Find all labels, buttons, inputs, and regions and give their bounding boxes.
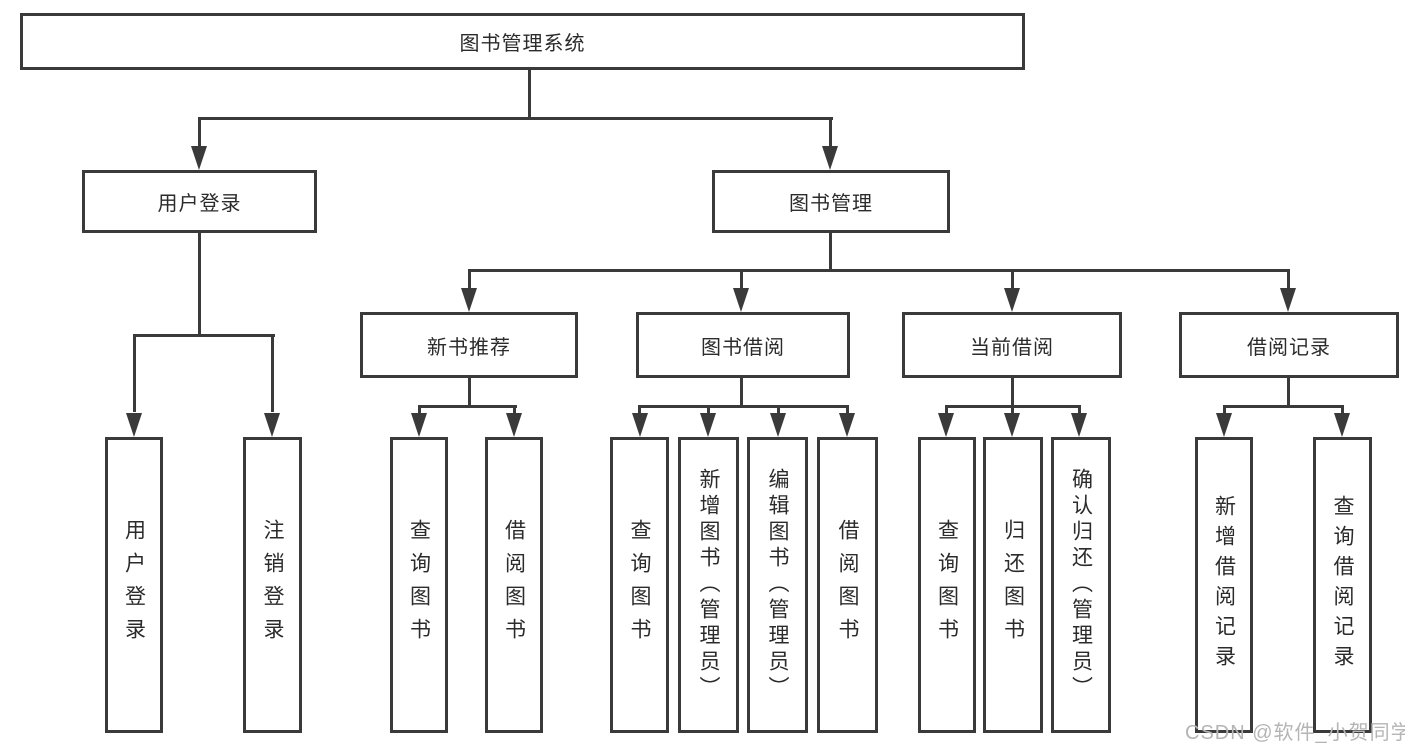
leaf-borrow-books-1: 借阅图书: [485, 437, 543, 733]
arrow-down-icon: [733, 288, 749, 312]
node-root-label: 图书管理系统: [459, 33, 586, 55]
connector-line: [1011, 378, 1014, 408]
leaf-return-book: 归还图书: [983, 437, 1043, 733]
arrow-down-icon: [839, 413, 855, 437]
leaf-query-books-3: 查询图书: [918, 437, 976, 733]
connector-line: [740, 378, 743, 408]
connector-line: [468, 269, 1290, 272]
leaf-query-books-3-label: 查询图书: [935, 519, 959, 651]
connector-line: [271, 334, 274, 412]
arrow-down-icon: [1004, 413, 1020, 437]
arrow-down-icon: [632, 413, 648, 437]
leaf-confirm-return-admin-label: 确认归还（管理员）: [1069, 468, 1093, 702]
connector-line: [1287, 269, 1290, 292]
leaf-logout: 注销登录: [243, 437, 302, 733]
leaf-edit-book-admin: 编辑图书（管理员）: [747, 437, 808, 733]
watermark: CSDN @软件_小贺同学: [1185, 722, 1405, 744]
connector-line: [133, 334, 136, 412]
node-current-borrowing-label: 当前借阅: [970, 336, 1054, 359]
arrow-down-icon: [506, 413, 522, 437]
arrow-down-icon: [191, 146, 207, 170]
leaf-add-book-admin: 新增图书（管理员）: [678, 437, 739, 733]
connector-line: [468, 378, 471, 408]
connector-line: [1011, 405, 1014, 416]
leaf-confirm-return-admin: 确认归还（管理员）: [1051, 437, 1111, 733]
connector-line: [740, 269, 743, 292]
connector-line: [829, 233, 832, 272]
connector-line: [1223, 405, 1344, 408]
connector-line: [1223, 405, 1226, 416]
connector-line: [418, 405, 421, 416]
arrow-down-icon: [1280, 288, 1296, 312]
leaf-query-books-2: 查询图书: [610, 437, 669, 733]
node-borrowing-records: 借阅记录: [1179, 312, 1399, 378]
leaf-query-books-1-label: 查询图书: [407, 519, 431, 651]
node-book-borrowing: 图书借阅: [636, 312, 850, 378]
arrow-down-icon: [411, 413, 427, 437]
connector-line: [707, 405, 710, 416]
arrow-down-icon: [1004, 288, 1020, 312]
node-borrowing-records-label: 借阅记录: [1247, 336, 1331, 359]
leaf-add-borrow-record: 新增借阅记录: [1195, 437, 1253, 733]
connector-line: [198, 117, 833, 120]
leaf-borrow-books-2: 借阅图书: [817, 437, 878, 733]
leaf-return-book-label: 归还图书: [1001, 519, 1025, 651]
arrow-down-icon: [461, 288, 477, 312]
leaf-borrow-books-2-label: 借阅图书: [836, 519, 859, 651]
arrow-down-icon: [938, 413, 954, 437]
node-book-management: 图书管理: [712, 170, 950, 233]
arrow-down-icon: [264, 413, 280, 437]
arrow-down-icon: [822, 146, 838, 170]
arrow-down-icon: [1071, 413, 1087, 437]
connector-line: [133, 334, 275, 337]
leaf-add-borrow-record-label: 新增借阅记录: [1212, 495, 1236, 675]
node-user-login: 用户登录: [82, 170, 317, 233]
arrow-down-icon: [1334, 413, 1350, 437]
connector-line: [846, 405, 849, 416]
leaf-borrow-books-1-label: 借阅图书: [502, 519, 526, 651]
connector-line: [945, 405, 948, 416]
connector-line: [513, 405, 516, 416]
node-user-login-label: 用户登录: [157, 193, 242, 215]
leaf-logout-label: 注销登录: [261, 519, 284, 651]
leaf-query-borrow-record-label: 查询借阅记录: [1331, 495, 1354, 675]
leaf-query-books-2-label: 查询图书: [628, 519, 651, 651]
leaf-user-login: 用户登录: [105, 437, 163, 733]
connector-line: [1011, 269, 1014, 292]
connector-line: [198, 117, 201, 149]
connector-line: [198, 233, 201, 337]
arrow-down-icon: [770, 413, 786, 437]
connector-line: [638, 405, 641, 416]
connector-line: [638, 405, 849, 408]
node-new-book-recommendation: 新书推荐: [360, 312, 578, 378]
connector-line: [1287, 378, 1290, 408]
connector-line: [1078, 405, 1081, 416]
connector-line: [829, 117, 832, 149]
connector-line: [468, 269, 471, 292]
node-book-borrowing-label: 图书借阅: [701, 336, 785, 359]
arrow-down-icon: [700, 413, 716, 437]
node-root: 图书管理系统: [20, 13, 1025, 70]
leaf-query-borrow-record: 查询借阅记录: [1313, 437, 1372, 733]
leaf-edit-book-admin-label: 编辑图书（管理员）: [766, 468, 789, 702]
connector-line: [528, 70, 531, 120]
connector-line: [1341, 405, 1344, 416]
leaf-query-books-1: 查询图书: [390, 437, 448, 733]
connector-line: [777, 405, 780, 416]
arrow-down-icon: [126, 413, 142, 437]
arrow-down-icon: [1216, 413, 1232, 437]
leaf-user-login-label: 用户登录: [122, 519, 146, 651]
connector-line: [418, 405, 517, 408]
node-book-management-label: 图书管理: [789, 193, 873, 215]
leaf-add-book-admin-label: 新增图书（管理员）: [697, 468, 720, 702]
node-new-book-recommendation-label: 新书推荐: [427, 336, 511, 359]
node-current-borrowing: 当前借阅: [902, 312, 1122, 378]
